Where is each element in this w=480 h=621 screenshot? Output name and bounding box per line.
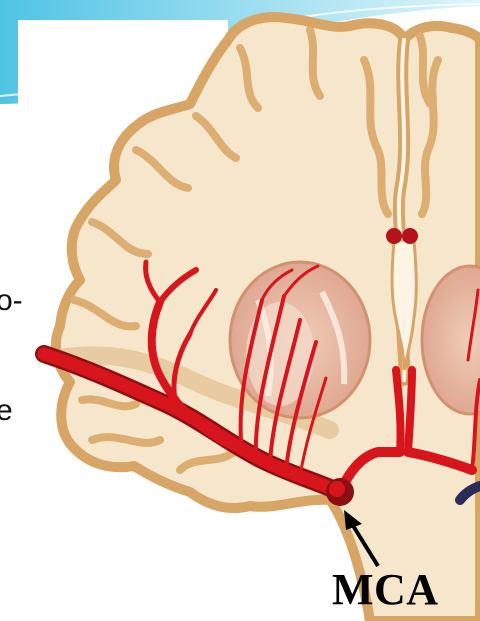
slide-text-fragment: e bbox=[0, 396, 13, 426]
brain-coronal-section bbox=[56, 17, 480, 621]
slide-text-fragment: o- bbox=[0, 286, 23, 316]
anterior-cerebral-artery-left bbox=[386, 228, 402, 244]
mca-label: MCA bbox=[332, 568, 439, 612]
anterior-cerebral-artery-right bbox=[402, 228, 418, 244]
